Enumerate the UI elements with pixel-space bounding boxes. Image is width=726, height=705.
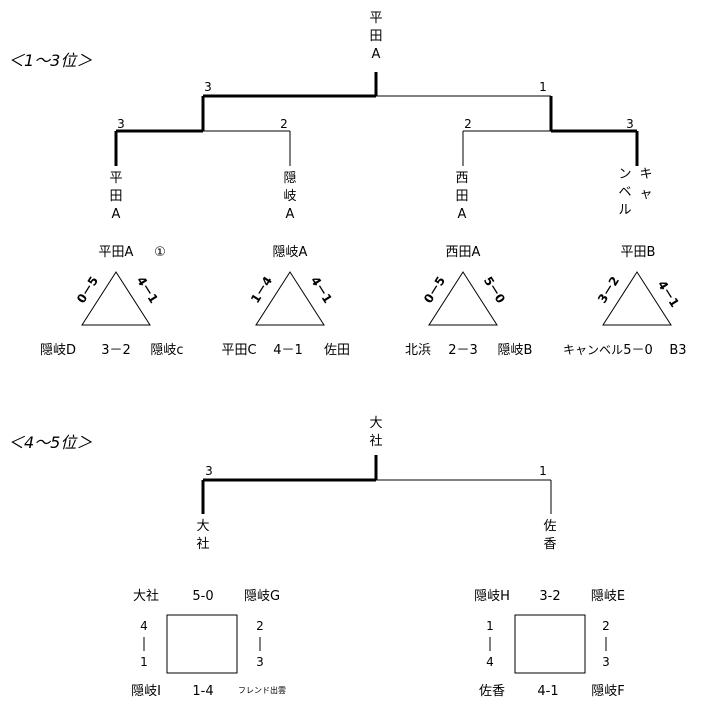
section1-winner-char-2: 田 xyxy=(369,29,382,44)
team4-char-1: キ xyxy=(639,167,652,182)
league-right-team: 隠岐c xyxy=(150,343,183,358)
group-top-right-team: 隠岐E xyxy=(591,589,625,604)
league-left-team: 隠岐D xyxy=(40,343,76,358)
group-top-score: 5-0 xyxy=(192,589,213,604)
team2-char-1: 隠 xyxy=(283,171,296,186)
league-triangle xyxy=(255,271,325,326)
league-right-edge-score: 4－1 xyxy=(308,274,335,306)
league-title: 西田A xyxy=(446,245,481,260)
league-bottom-score: 3－2 xyxy=(101,343,131,358)
team-label-4: キ ャ ン ベ ル xyxy=(618,167,652,218)
group-right-score-top: 2 xyxy=(256,619,264,633)
s2team1-char-2: 社 xyxy=(196,536,209,552)
final2-right-score: 1 xyxy=(539,464,547,478)
league-left-team: 平田C xyxy=(221,343,256,358)
league-1: 平田A ① 0－5 4－1 隠岐D 3－2 隠岐c xyxy=(40,245,184,358)
league-left-team: 北浜 xyxy=(405,343,431,358)
league-3: 西田A 0－5 5－0 北浜 2－3 隠岐B xyxy=(405,245,532,358)
section2-winner-char-2: 社 xyxy=(369,433,382,449)
final-right-score: 1 xyxy=(539,80,547,94)
league-2: 隠岐A 1－4 4－1 平田C 4－1 佐田 xyxy=(221,245,350,358)
group-right-score-bottom: 3 xyxy=(602,655,610,669)
team-label-1: 平 田 A xyxy=(109,171,122,222)
group-bottom-left-team: 隠岐I xyxy=(131,684,161,699)
team2-char-2: 岐 xyxy=(283,189,296,204)
group-bottom-right-team: フレンド出雲 xyxy=(238,685,286,695)
team1-char-2: 田 xyxy=(109,189,122,204)
group-2: 隠岐H 3-2 隠岐E 1 4 2 3 佐香 4-1 隠岐F xyxy=(474,589,625,699)
semi-left-score1: 3 xyxy=(117,117,125,131)
league-right-edge-score: 4－1 xyxy=(655,278,682,310)
league-triangle xyxy=(428,271,498,326)
team4-char-3: ン xyxy=(618,167,631,182)
team-label-3: 西 田 A xyxy=(455,171,468,222)
team3-char-1: 西 xyxy=(455,171,468,186)
group-bottom-left-team: 佐香 xyxy=(479,684,505,699)
section2-heading: ＜4～5位＞ xyxy=(8,433,92,452)
section1-winner-label: 平 田 A xyxy=(369,11,382,62)
team3-char-3: A xyxy=(458,207,467,222)
team1-char-1: 平 xyxy=(109,171,122,186)
league-title: 隠岐A xyxy=(273,245,308,260)
group-left-score-top: 4 xyxy=(140,619,148,633)
group-left-score-bottom: 4 xyxy=(486,655,494,669)
s2team2-char-1: 佐 xyxy=(543,519,556,534)
group-1: 大社 5-0 隠岐G 4 1 2 3 隠岐I 1-4 フレンド出雲 xyxy=(131,588,286,699)
section1-winner-char-3: A xyxy=(372,47,381,62)
group-right-score-top: 2 xyxy=(602,619,610,633)
league-right-team: 隠岐B xyxy=(498,343,533,358)
team-label-2: 隠 岐 A xyxy=(283,171,296,222)
league-title: 平田A xyxy=(99,245,134,260)
group-square xyxy=(514,614,586,674)
final2-left-score: 3 xyxy=(205,464,213,478)
final-left-score: 3 xyxy=(204,80,212,94)
group-top-score: 3-2 xyxy=(539,589,560,604)
team2-char-3: A xyxy=(286,207,295,222)
section2-team-label-2: 佐 香 xyxy=(543,519,556,552)
league-4: 平田B 3－2 4－1 キャンベル 5－0 B3 xyxy=(563,245,687,358)
group-left-score-bottom: 1 xyxy=(140,655,148,669)
league-right-edge-score: 5－0 xyxy=(481,274,508,306)
team4-char-5: ル xyxy=(618,203,631,218)
semi-left-score2: 2 xyxy=(280,117,288,131)
group-left-score-top: 1 xyxy=(486,619,494,633)
section1-winner-char-1: 平 xyxy=(369,11,382,26)
group-top-left-team: 隠岐H xyxy=(474,589,510,604)
group-top-right-team: 隠岐G xyxy=(244,589,280,604)
team3-char-2: 田 xyxy=(455,189,468,204)
league-right-team: 佐田 xyxy=(324,343,350,358)
section2-final-lines xyxy=(201,455,552,514)
group-bottom-score: 4-1 xyxy=(537,684,558,699)
s2team2-char-2: 香 xyxy=(543,537,556,552)
team4-char-4: ベ xyxy=(618,185,631,200)
league-right-team: B3 xyxy=(669,343,686,358)
section1-heading: ＜1～3位＞ xyxy=(8,51,92,70)
section2-team-label-1: 大 社 xyxy=(196,519,209,552)
league-triangle xyxy=(81,271,151,326)
semi-right-score2: 3 xyxy=(626,117,634,131)
group-square xyxy=(166,614,238,674)
league-triangle xyxy=(602,271,672,326)
section2-winner-label: 大 社 xyxy=(369,416,382,449)
s2team1-char-1: 大 xyxy=(196,519,209,534)
section1-final-lines xyxy=(114,72,639,166)
group-bottom-right-team: 隠岐F xyxy=(591,684,624,699)
league-mark: ① xyxy=(154,245,166,260)
league-bottom-score: 4－1 xyxy=(273,343,303,358)
semi-right-score1: 2 xyxy=(464,117,472,131)
league-left-team: キャンベル xyxy=(563,343,623,357)
team4-char-2: ャ xyxy=(639,187,652,202)
group-top-left-team: 大社 xyxy=(133,588,159,604)
league-bottom-score: 2－3 xyxy=(448,343,478,358)
section2-winner-char-1: 大 xyxy=(369,416,382,431)
group-bottom-score: 1-4 xyxy=(192,684,213,699)
league-right-edge-score: 4－1 xyxy=(134,274,161,306)
league-bottom-score: 5－0 xyxy=(623,343,653,358)
team1-char-3: A xyxy=(112,207,121,222)
group-right-score-bottom: 3 xyxy=(256,655,264,669)
league-title: 平田B xyxy=(621,245,656,260)
